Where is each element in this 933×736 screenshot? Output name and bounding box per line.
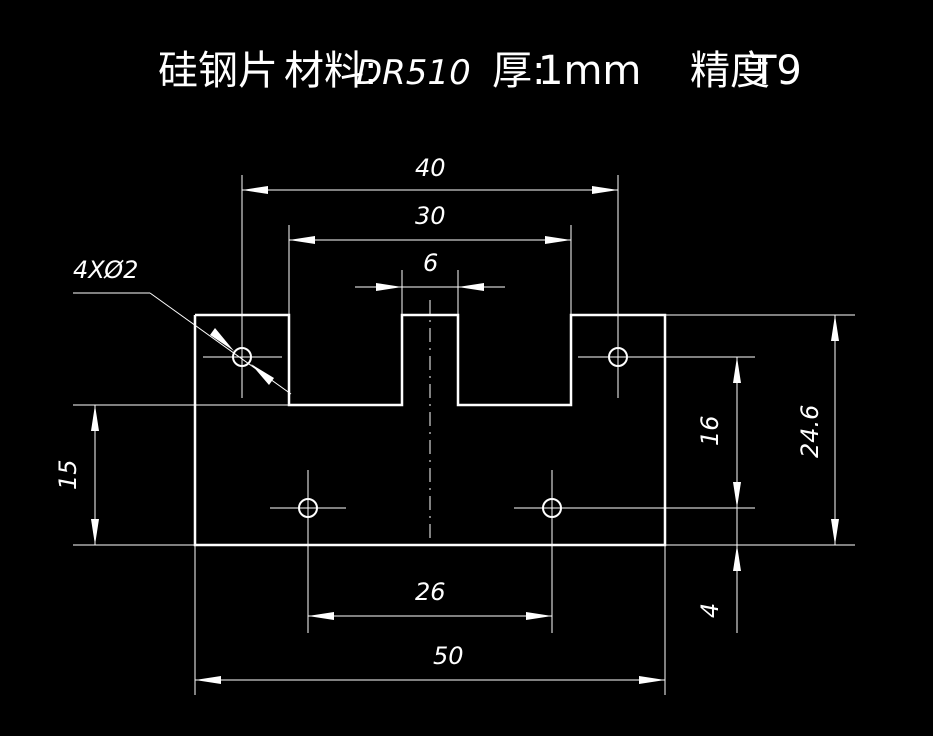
dim-4: 4 [696,603,724,618]
dim-50: 50 [433,642,464,670]
dim-30: 30 [415,202,446,230]
dim-hole-callout: 4XØ2 [73,256,138,284]
precision-value: T9 [751,48,802,94]
dim-16: 16 [696,415,724,446]
title-block: 硅钢片 材料: DR510 厚: 1mm 精度 T9 [158,48,802,94]
part-name: 硅钢片 [158,48,278,94]
precision-label: 精度 [690,48,770,94]
center-lines [203,300,658,552]
material-label: 材料: [284,48,377,94]
dimension-labels: 40 30 6 4XØ2 26 50 15 16 24.6 4 [54,154,824,670]
material-value: DR510 [356,53,471,93]
dim-15: 15 [54,459,82,490]
extension-lines [73,175,855,695]
thickness-label: 厚: [492,48,545,94]
dim-24-6: 24.6 [796,405,824,458]
dim-6: 6 [423,249,438,277]
dim-40: 40 [415,154,446,182]
dim-26: 26 [415,578,446,606]
thickness-value: 1mm [538,48,641,94]
dimension-lines [73,186,839,684]
